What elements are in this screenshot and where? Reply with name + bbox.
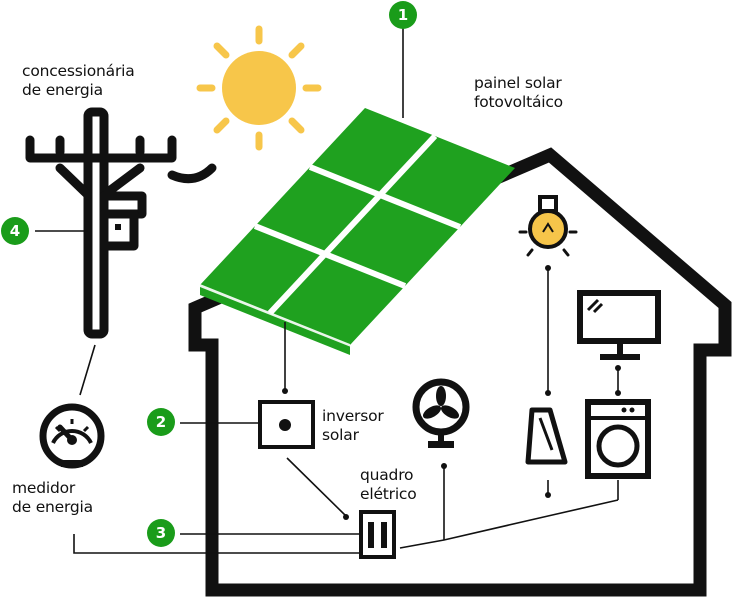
label-inverter-line1: inversor xyxy=(322,407,384,425)
label-panel-board-line2: elétrico xyxy=(360,485,417,503)
connection-lines xyxy=(35,28,619,554)
fan-icon xyxy=(412,378,470,448)
monitor-icon xyxy=(577,290,661,360)
label-meter: medidor de energia xyxy=(12,479,93,517)
badge-3: 3 xyxy=(147,519,175,547)
iron-icon xyxy=(525,407,568,465)
label-solar-panel-line2: fotovoltáico xyxy=(474,93,563,111)
inverter-icon xyxy=(258,400,315,449)
light-bulb-icon xyxy=(518,195,578,257)
connection-dots xyxy=(282,265,621,520)
breaker-box-icon xyxy=(359,510,396,559)
label-panel-board: quadro elétrico xyxy=(360,466,417,504)
label-panel-board-line1: quadro xyxy=(360,466,414,484)
label-utility-line1: concessionária xyxy=(22,62,135,80)
badge-4: 4 xyxy=(1,217,29,245)
washing-machine-icon xyxy=(585,399,651,479)
label-solar-panel: painel solar fotovoltáico xyxy=(474,74,563,112)
label-meter-line2: de energia xyxy=(12,498,93,516)
label-meter-line1: medidor xyxy=(12,479,76,497)
sun-icon xyxy=(196,25,322,151)
utility-pole-icon xyxy=(25,107,217,339)
badge-1: 1 xyxy=(389,1,417,29)
label-utility-line2: de energia xyxy=(22,81,103,99)
energy-meter-icon xyxy=(39,403,105,469)
house-outline xyxy=(188,147,732,597)
label-inverter-line2: solar xyxy=(322,426,359,444)
label-utility: concessionária de energia xyxy=(22,62,135,100)
solar-panel-icon xyxy=(200,108,515,355)
label-solar-panel-line1: painel solar xyxy=(474,74,562,92)
badge-2: 2 xyxy=(147,408,175,436)
label-inverter: inversor solar xyxy=(322,407,384,445)
